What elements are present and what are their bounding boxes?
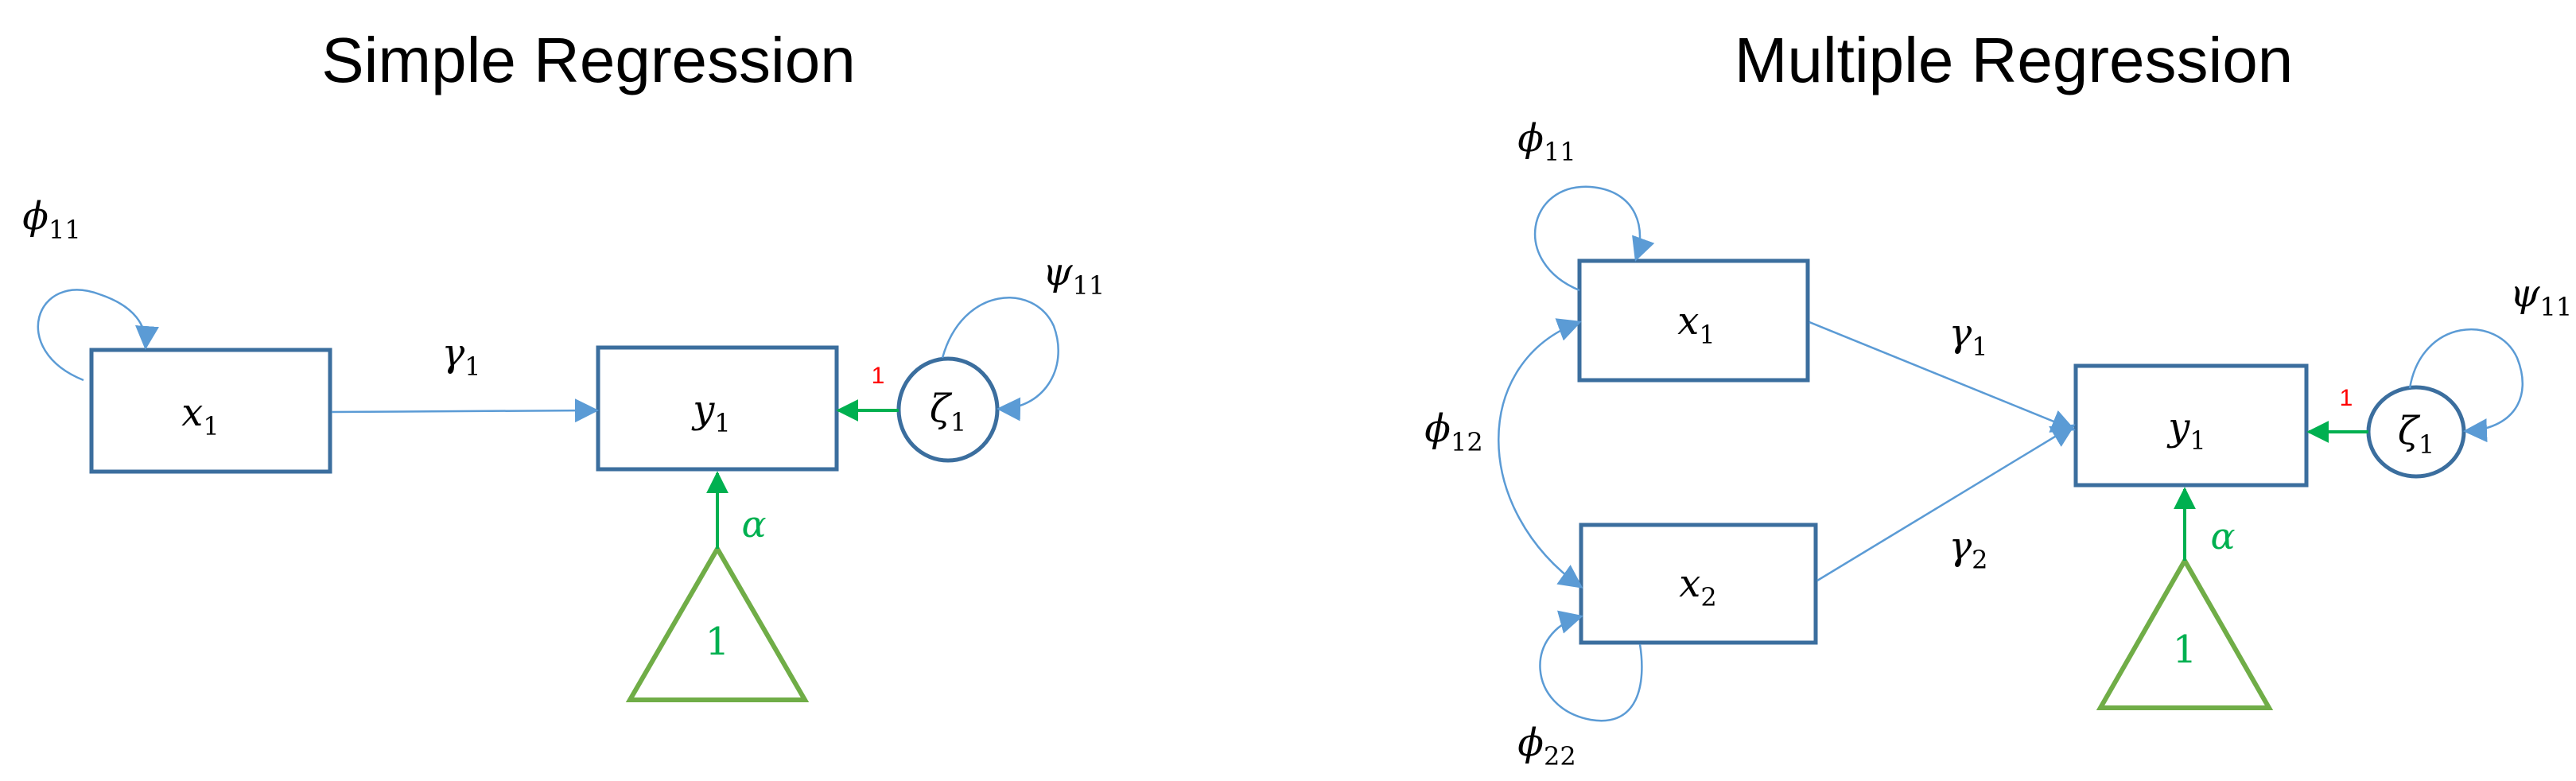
alpha-label: α bbox=[741, 503, 766, 546]
phi12-covariance-arc bbox=[1498, 318, 1583, 589]
phi11-label: ϕ11 bbox=[22, 194, 80, 245]
gamma1-label: γ1 bbox=[1949, 311, 1987, 362]
simple-regression-panel: Simple Regression x1 y1 ζ1 1 γ1 1 α ϕ11 … bbox=[22, 25, 1105, 702]
zeta1-label: ζ1 bbox=[2398, 409, 2434, 460]
phi11-label: ϕ11 bbox=[1517, 116, 1576, 167]
phi22-label: ϕ22 bbox=[1517, 721, 1576, 771]
x2-label: x2 bbox=[1679, 561, 1716, 612]
multiple-regression-title: Multiple Regression bbox=[1735, 25, 2294, 95]
intercept-one-label: 1 bbox=[2173, 628, 2197, 672]
x1-box bbox=[89, 348, 332, 474]
phi11-variance-loop bbox=[1533, 185, 1655, 292]
psi11-variance-loop bbox=[2408, 328, 2524, 443]
y1-label: y1 bbox=[691, 387, 730, 438]
fixed-loading-one: 1 bbox=[2340, 385, 2353, 411]
gamma2-label: γ2 bbox=[1949, 524, 1987, 575]
x2-box bbox=[1579, 523, 1818, 645]
x1-label: x1 bbox=[181, 390, 219, 441]
gamma1-path bbox=[1809, 321, 2076, 433]
fixed-loading-one: 1 bbox=[872, 363, 885, 389]
y1-label: y1 bbox=[2166, 405, 2205, 456]
intercept-triangle bbox=[625, 544, 810, 702]
gamma1-label: γ1 bbox=[441, 331, 480, 382]
multiple-regression-panel: Multiple Regression x1 x2 y1 ζ1 1 γ1 γ2 … bbox=[1424, 25, 2572, 771]
phi11-variance-loop bbox=[37, 289, 159, 382]
psi11-variance-loop bbox=[941, 297, 1059, 422]
zeta1-label: ζ1 bbox=[930, 387, 966, 437]
intercept-triangle bbox=[2096, 555, 2274, 710]
phi22-variance-loop bbox=[1539, 610, 1643, 722]
psi11-label: ψ11 bbox=[1043, 250, 1105, 301]
x1-label: x1 bbox=[1677, 299, 1715, 350]
phi12-label: ϕ12 bbox=[1424, 406, 1482, 457]
alpha-label: α bbox=[2210, 515, 2235, 558]
y1-box bbox=[2073, 363, 2309, 488]
gamma2-path bbox=[1816, 424, 2076, 582]
simple-regression-title: Simple Regression bbox=[321, 25, 855, 95]
psi11-label: ψ11 bbox=[2510, 271, 2572, 322]
gamma1-path bbox=[331, 398, 599, 423]
intercept-one-label: 1 bbox=[705, 620, 730, 664]
